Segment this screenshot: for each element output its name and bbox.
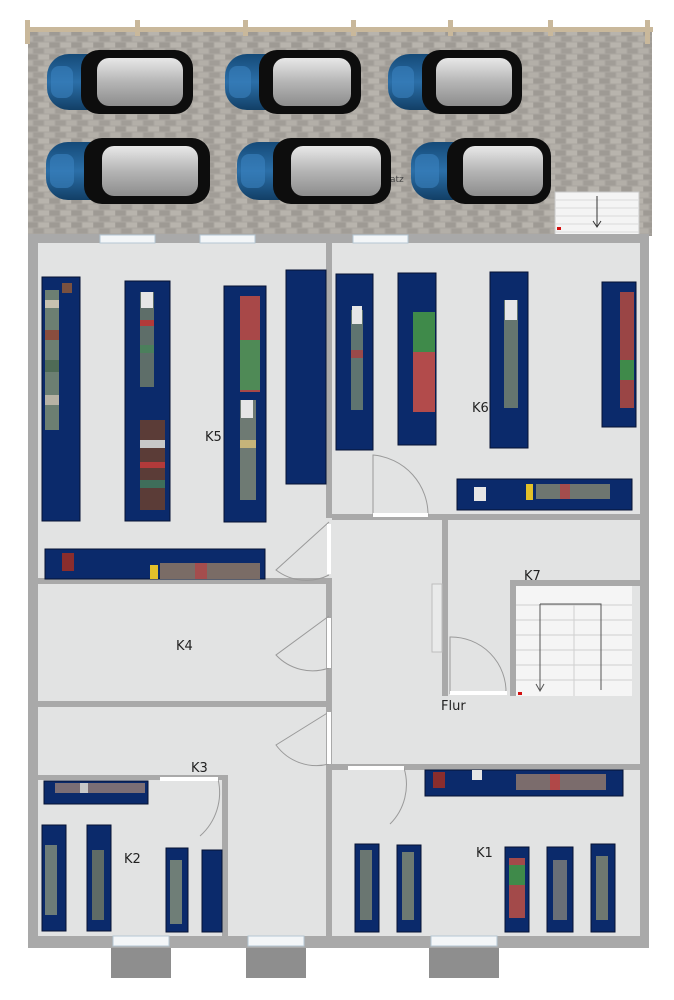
car [388, 50, 522, 114]
entrance-stairs [554, 191, 640, 239]
parking-label: atz [390, 175, 404, 185]
shelf [201, 849, 223, 933]
car [237, 138, 391, 204]
room-label-flur: Flur [441, 699, 466, 714]
cars [46, 50, 551, 204]
interior-staircase [516, 586, 632, 696]
books [45, 283, 634, 924]
car [46, 138, 210, 204]
shelf [285, 269, 327, 485]
room-label-k5: K5 [205, 430, 222, 445]
car [225, 50, 361, 114]
doors [160, 454, 507, 837]
room-label-k7: K7 [524, 569, 541, 584]
room-label-k2: K2 [124, 852, 141, 867]
room-label-k1: K1 [476, 846, 493, 861]
room-label-k6: K6 [472, 401, 489, 416]
windows [99, 234, 498, 947]
room-label-k3: K3 [191, 761, 208, 776]
exterior-steps [111, 948, 499, 978]
room-label-k4: K4 [176, 639, 193, 654]
door-leaves [160, 513, 507, 781]
shelf [335, 273, 374, 451]
car [47, 50, 193, 114]
room-labels: K5 K6 K4 K7 Flur K3 K2 K1 [124, 401, 541, 867]
car [411, 138, 551, 204]
